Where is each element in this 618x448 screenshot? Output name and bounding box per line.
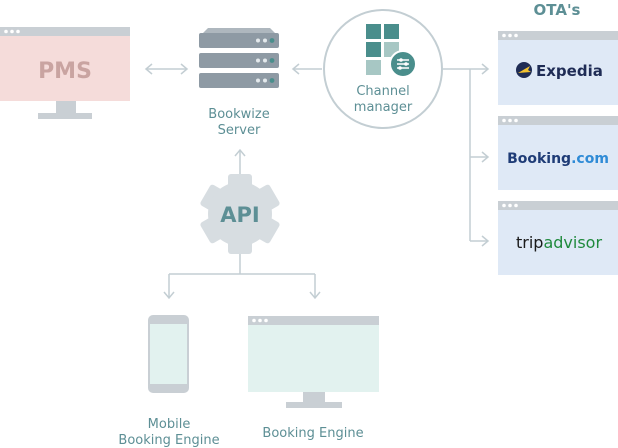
- server-label-line2: Server: [218, 123, 261, 138]
- booking-engine-label: Booking Engine: [262, 426, 363, 441]
- server-icon: [199, 28, 279, 88]
- ota-window-tripadvisor: tripadvisor: [498, 201, 618, 275]
- mobile-label-line1: Mobile: [148, 417, 191, 432]
- trip-text: trip: [516, 233, 543, 252]
- ota-window-expedia: Expedia: [498, 31, 618, 105]
- ota-title: OTA's: [534, 1, 581, 19]
- ota-window-booking: Booking.com: [498, 116, 618, 190]
- booking-name: Booking: [507, 151, 571, 167]
- advisor-text: advisor: [543, 233, 602, 252]
- expedia-wordmark: Expedia: [536, 62, 603, 80]
- tripadvisor-wordmark: tripadvisor: [516, 233, 602, 252]
- channel-label-line2: manager: [354, 100, 413, 115]
- pms-label: PMS: [38, 59, 92, 84]
- api-gear-icon: API: [200, 174, 280, 254]
- channel-label-line1: Channel: [356, 84, 409, 99]
- booking-tld: .com: [571, 151, 609, 167]
- mobile-phone-icon: [148, 315, 189, 393]
- pms-monitor: PMS: [0, 27, 130, 119]
- channel-manager-node: [323, 9, 443, 129]
- mobile-label-line2: Booking Engine: [118, 433, 219, 448]
- api-label: API: [220, 203, 259, 227]
- connector-lines: [144, 63, 490, 300]
- booking-wordmark: Booking.com: [507, 151, 609, 167]
- server-label-line1: Bookwize: [208, 107, 269, 122]
- booking-engine-monitor: [248, 316, 379, 408]
